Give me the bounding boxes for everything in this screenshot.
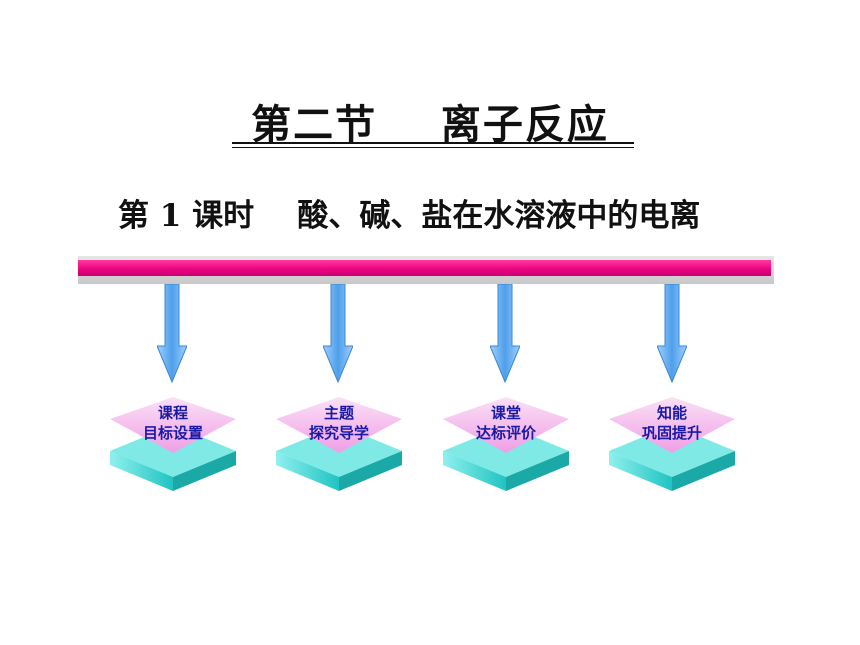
slide-title: 第二节 离子反应: [251, 102, 609, 148]
menu-item-label: 主题 探究导学: [308, 404, 369, 442]
title-underline-thin: [232, 147, 634, 148]
lesson-subtitle: 第 1 课时 酸、碱、盐在水溶液中的电离: [118, 198, 701, 234]
down-arrow-icon: [490, 284, 520, 384]
menu-item-class-evaluation[interactable]: 课堂 达标评价: [441, 393, 571, 493]
menu-item-label: 知能 巩固提升: [641, 404, 702, 442]
divider-magenta: [78, 260, 771, 276]
menu-item-label: 课堂 达标评价: [475, 404, 536, 442]
menu-item-topic-study[interactable]: 主题 探究导学: [274, 393, 404, 493]
down-arrow-icon: [157, 284, 187, 384]
stacked-tile-icon: [609, 397, 735, 491]
down-arrow-icon: [323, 284, 353, 384]
stacked-tile-icon: [276, 397, 402, 491]
header-divider-bar: [78, 256, 774, 284]
menu-item-label: 课程 目标设置: [142, 404, 203, 442]
down-arrow-icon: [657, 284, 687, 384]
title-underline: [232, 142, 634, 144]
menu-item-course-goals[interactable]: 课程 目标设置: [108, 393, 238, 493]
stacked-tile-icon: [110, 397, 236, 491]
stacked-tile-icon: [443, 397, 569, 491]
menu-item-knowledge-consolidation[interactable]: 知能 巩固提升: [607, 393, 737, 493]
